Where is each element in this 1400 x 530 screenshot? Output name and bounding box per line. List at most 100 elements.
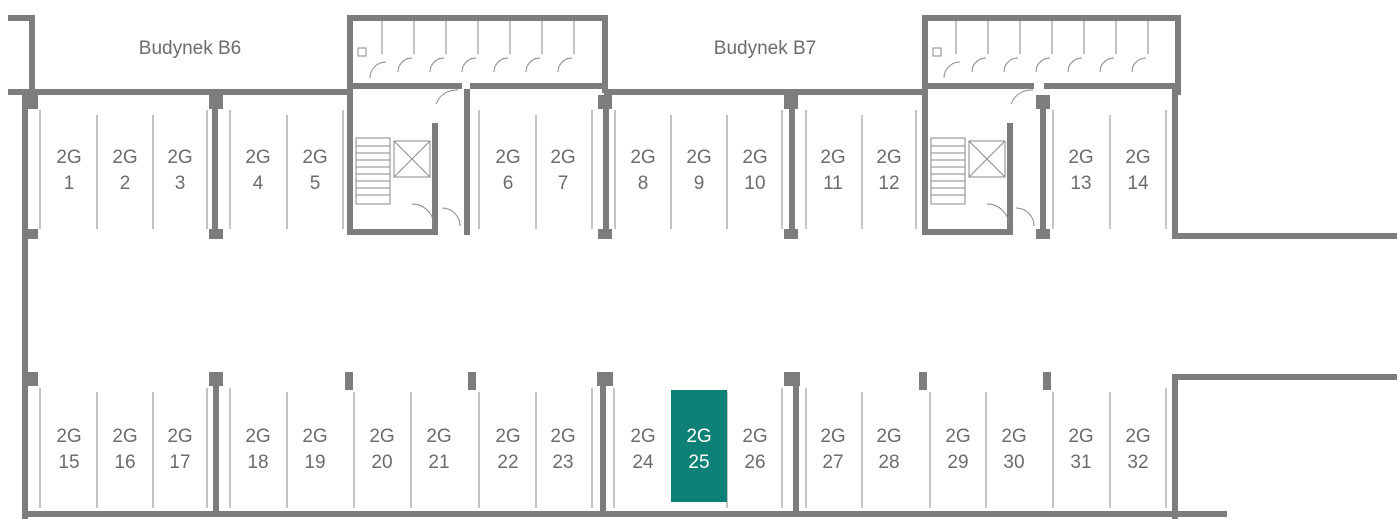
parking-spot-3[interactable]: 2G3 bbox=[154, 116, 206, 228]
parking-spot-area[interactable] bbox=[807, 392, 859, 504]
parking-spot-area[interactable] bbox=[932, 392, 984, 504]
parking-spot-level-label: 2G bbox=[742, 147, 767, 168]
parking-spot-area[interactable] bbox=[154, 116, 206, 228]
parking-spot-area[interactable] bbox=[232, 392, 284, 504]
parking-spot-level-label: 2G bbox=[686, 426, 711, 447]
parking-spot-area[interactable] bbox=[99, 116, 151, 228]
parking-spot-area[interactable] bbox=[617, 392, 669, 504]
parking-spot-level-label: 2G bbox=[302, 426, 327, 447]
parking-spot-7[interactable]: 2G7 bbox=[537, 116, 589, 228]
parking-spot-number-label: 8 bbox=[638, 173, 649, 194]
parking-spot-area[interactable] bbox=[1055, 116, 1107, 228]
parking-spot-area[interactable] bbox=[99, 392, 151, 504]
parking-spot-9[interactable]: 2G9 bbox=[673, 116, 725, 228]
parking-spot-area[interactable] bbox=[729, 116, 781, 228]
parking-spot-level-label: 2G bbox=[167, 147, 192, 168]
parking-spot-level-label: 2G bbox=[630, 426, 655, 447]
parking-spot-area[interactable] bbox=[482, 116, 534, 228]
parking-spot-number-label: 31 bbox=[1070, 452, 1091, 473]
parking-spot-area[interactable] bbox=[1112, 392, 1164, 504]
door-icon bbox=[986, 89, 1035, 227]
parking-spot-area[interactable] bbox=[356, 392, 408, 504]
parking-spot-number-label: 12 bbox=[878, 173, 899, 194]
parking-spot-area[interactable] bbox=[289, 392, 341, 504]
parking-spot-area[interactable] bbox=[43, 392, 95, 504]
parking-spot-area[interactable] bbox=[673, 116, 725, 228]
parking-spot-area[interactable] bbox=[617, 116, 669, 228]
parking-spot-level-label: 2G bbox=[550, 426, 575, 447]
parking-spot-area[interactable] bbox=[671, 390, 727, 502]
parking-spot-level-label: 2G bbox=[550, 147, 575, 168]
parking-spot-level-label: 2G bbox=[820, 426, 845, 447]
parking-spot-4[interactable]: 2G4 bbox=[232, 116, 284, 228]
parking-spot-8[interactable]: 2G8 bbox=[617, 116, 669, 228]
parking-spot-level-label: 2G bbox=[56, 147, 81, 168]
parking-spot-area[interactable] bbox=[863, 392, 915, 504]
parking-spot-level-label: 2G bbox=[630, 147, 655, 168]
parking-spot-area[interactable] bbox=[43, 116, 95, 228]
parking-spot-area[interactable] bbox=[1055, 392, 1107, 504]
parking-spots: 2G12G22G32G42G52G62G72G82G92G102G112G122… bbox=[43, 116, 1164, 504]
parking-spot-6[interactable]: 2G6 bbox=[482, 116, 534, 228]
parking-spot-1[interactable]: 2G1 bbox=[43, 116, 95, 228]
parking-spot-area[interactable] bbox=[537, 116, 589, 228]
parking-spot-number-label: 27 bbox=[822, 452, 843, 473]
parking-spot-number-label: 21 bbox=[428, 452, 449, 473]
parking-spot-number-label: 25 bbox=[688, 452, 709, 473]
parking-spot-number-label: 29 bbox=[947, 452, 968, 473]
parking-spot-number-label: 11 bbox=[823, 173, 843, 194]
parking-spot-5[interactable]: 2G5 bbox=[289, 116, 341, 228]
parking-spot-level-label: 2G bbox=[1001, 426, 1026, 447]
toilet-stalls-icon bbox=[357, 21, 575, 79]
parking-spot-2[interactable]: 2G2 bbox=[99, 116, 151, 228]
parking-spot-level-label: 2G bbox=[1125, 147, 1150, 168]
parking-spot-level-label: 2G bbox=[245, 147, 270, 168]
parking-spot-area[interactable] bbox=[154, 392, 206, 504]
parking-spot-number-label: 20 bbox=[371, 452, 392, 473]
parking-spot-level-label: 2G bbox=[112, 147, 137, 168]
parking-spot-number-label: 1 bbox=[64, 173, 75, 194]
parking-spot-level-label: 2G bbox=[742, 426, 767, 447]
parking-spot-number-label: 28 bbox=[878, 452, 899, 473]
parking-spot-area[interactable] bbox=[413, 392, 465, 504]
parking-spot-area[interactable] bbox=[482, 392, 534, 504]
parking-spot-level-label: 2G bbox=[426, 426, 451, 447]
parking-spot-number-label: 14 bbox=[1127, 173, 1149, 194]
parking-spot-area[interactable] bbox=[232, 116, 284, 228]
parking-spot-level-label: 2G bbox=[369, 426, 394, 447]
parking-spot-number-label: 19 bbox=[304, 452, 325, 473]
parking-spot-area[interactable] bbox=[537, 392, 589, 504]
parking-spot-area[interactable] bbox=[729, 392, 781, 504]
parking-spot-number-label: 5 bbox=[310, 173, 321, 194]
parking-spot-area[interactable] bbox=[807, 116, 859, 228]
spot-lines-top bbox=[39, 110, 1167, 229]
parking-spot-level-label: 2G bbox=[495, 426, 520, 447]
parking-spot-area[interactable] bbox=[289, 116, 341, 228]
parking-spot-area[interactable] bbox=[863, 116, 915, 228]
parking-spot-area[interactable] bbox=[988, 392, 1040, 504]
parking-spot-area[interactable] bbox=[1112, 116, 1164, 228]
